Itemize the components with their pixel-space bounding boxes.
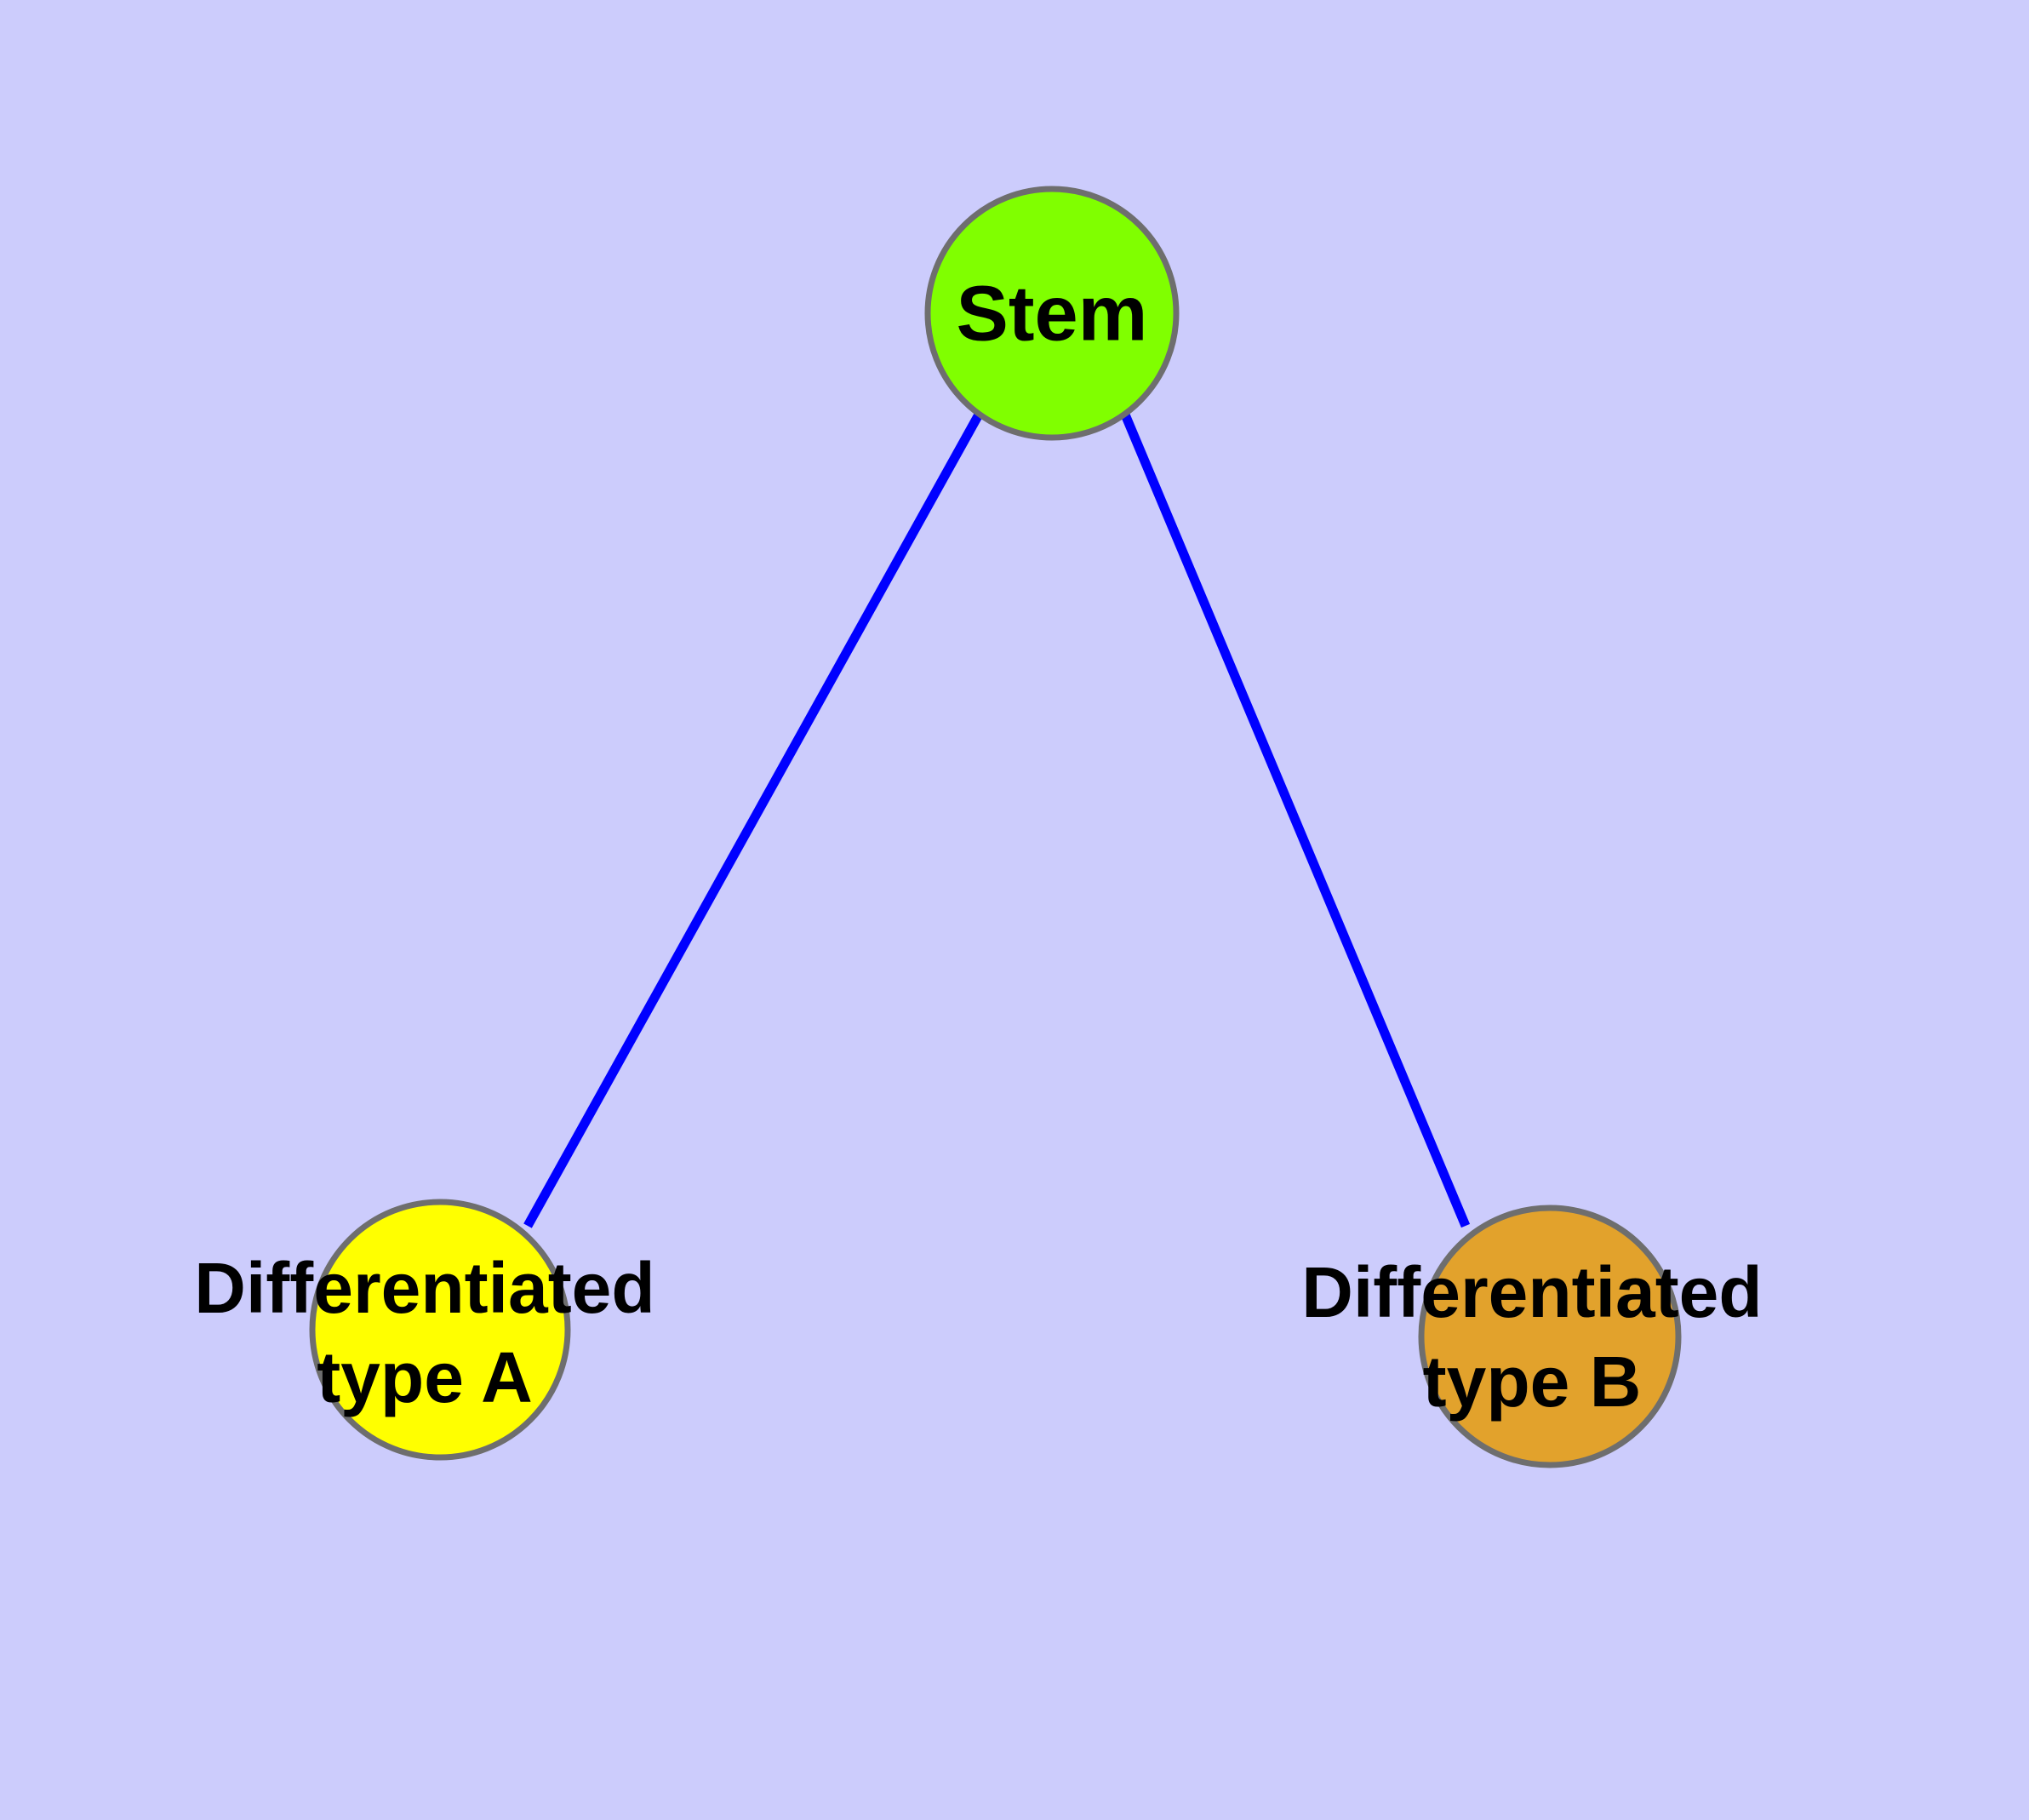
node-differentiated-type-a[interactable]: [309, 1199, 571, 1461]
edge-stem-to-differentiated-type-b[interactable]: [1120, 412, 1471, 1228]
node-label-differentiated-type-b-line1: Differentiated: [1301, 1252, 1762, 1332]
node-label-stem: Stem: [957, 270, 1148, 357]
node-label-group-differentiated-type-b: Differentiated type B: [1301, 1252, 1762, 1422]
node-label-differentiated-type-b-line2: type B: [1423, 1342, 1642, 1422]
node-label-group-differentiated-type-a: Differentiated type A: [194, 1248, 654, 1417]
edge-stem-to-differentiated-type-a[interactable]: [523, 412, 983, 1228]
node-circle-differentiated-type-b[interactable]: [1418, 1205, 1682, 1468]
node-circle-stem[interactable]: [924, 186, 1180, 441]
node-circle-differentiated-type-a[interactable]: [309, 1199, 571, 1461]
node-label-differentiated-type-a-line1: Differentiated: [194, 1248, 654, 1328]
node-differentiated-type-b[interactable]: [1418, 1205, 1682, 1468]
node-label-differentiated-type-a-line2: type A: [317, 1337, 533, 1417]
node-stem[interactable]: Stem: [924, 186, 1180, 441]
